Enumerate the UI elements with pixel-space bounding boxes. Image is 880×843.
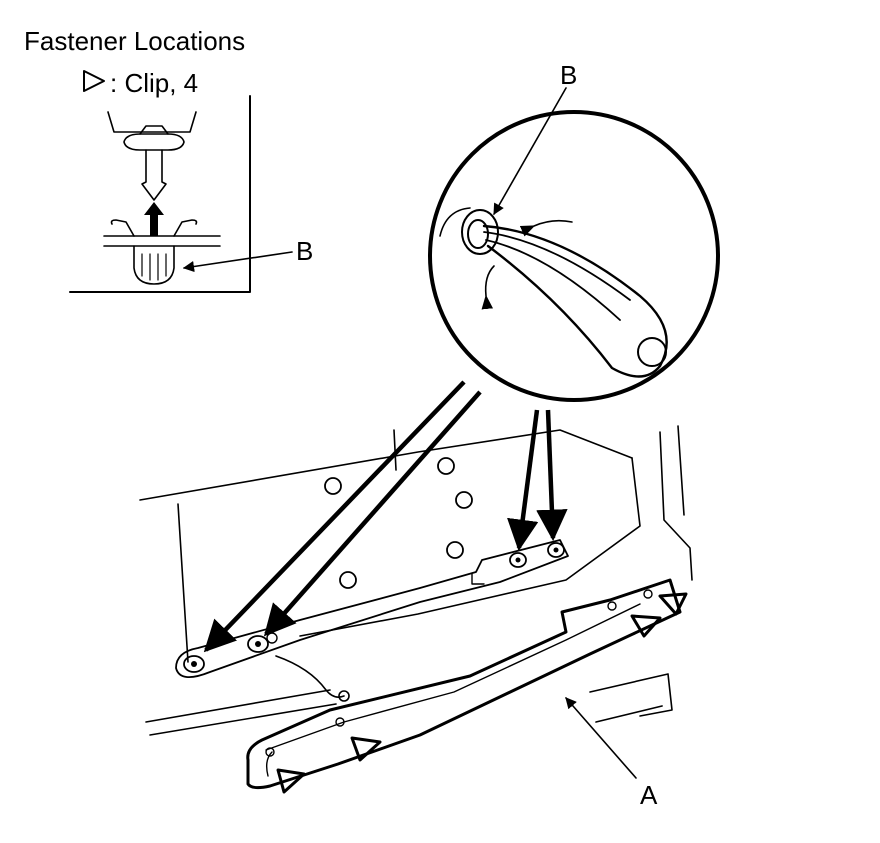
- clip-marker-icon: [276, 768, 306, 794]
- callout-label-magnified: B: [560, 60, 578, 90]
- callout-label-part: A: [640, 780, 658, 810]
- clip-marker-icon: [658, 592, 688, 616]
- legend-label: : Clip, 4: [110, 68, 199, 98]
- clip-detail-inset: [69, 95, 293, 293]
- clip-marker-icon: [630, 614, 662, 638]
- hollow-triangle-icon: [83, 70, 105, 92]
- diagram-title: Fastener Locations: [24, 26, 246, 56]
- pointer-arrows: [203, 380, 568, 653]
- clip-marker-icon: [350, 736, 382, 762]
- callout-label-inset: B: [296, 236, 314, 266]
- garnish-part-a: [246, 578, 688, 794]
- legend-text: : Clip, 4: [80, 70, 198, 96]
- vehicle-body: [139, 425, 693, 736]
- magnified-detail: [428, 87, 720, 402]
